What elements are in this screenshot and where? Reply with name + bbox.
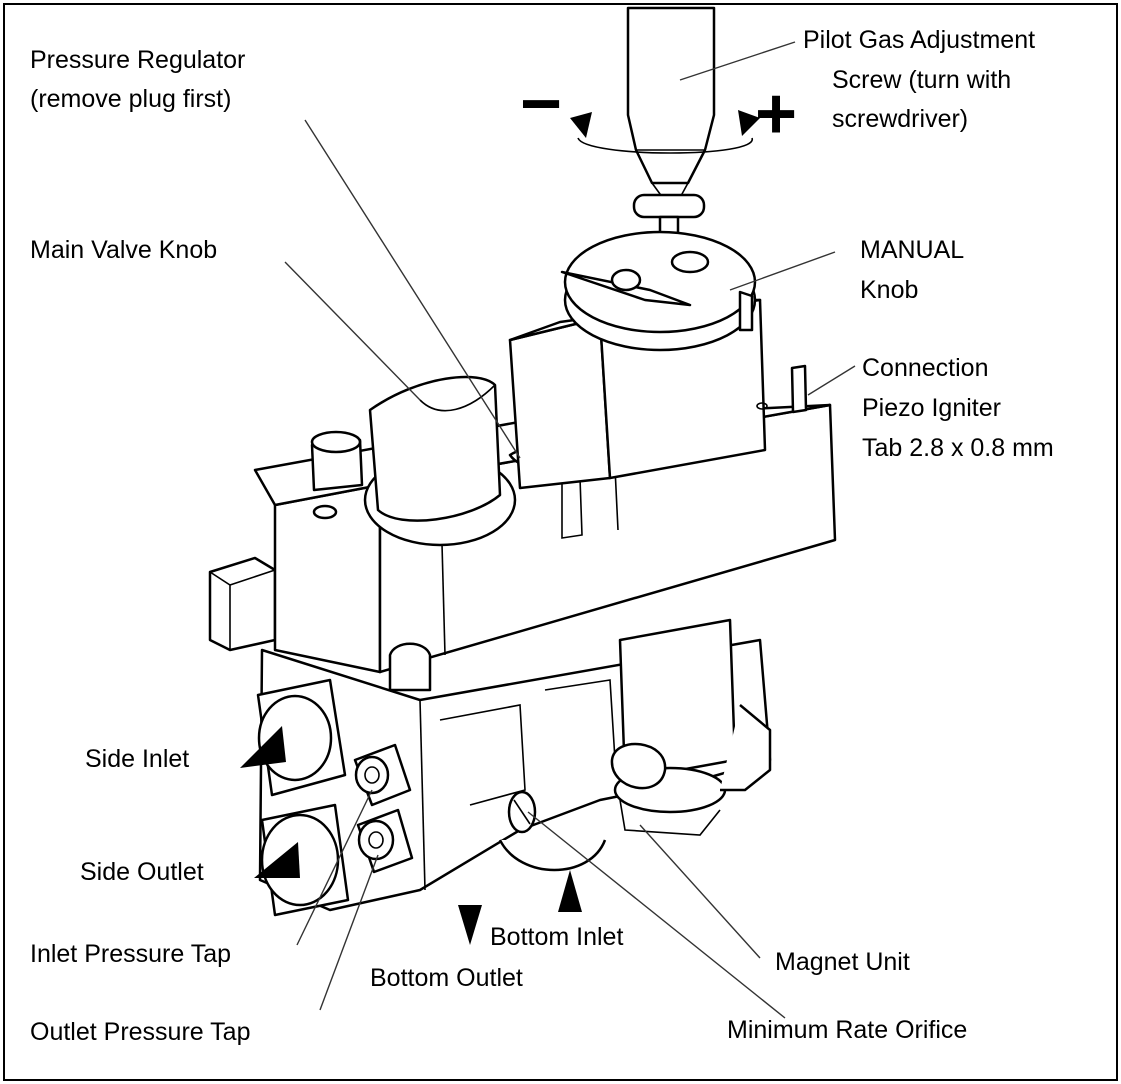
pressure-taps	[353, 743, 414, 874]
callout-labels: Pressure Regulator (remove plug first) P…	[30, 26, 1054, 1046]
pilot-plug	[310, 430, 364, 492]
label-bottom-inlet: Bottom Inlet	[490, 923, 623, 951]
magnet-unit	[613, 618, 772, 836]
label-bottom-outlet: Bottom Outlet	[370, 964, 523, 992]
label-connection-2: Piezo Igniter	[862, 394, 1001, 422]
label-outlet-pressure-tap: Outlet Pressure Tap	[30, 1018, 250, 1046]
manual-knob	[560, 230, 757, 352]
label-main-valve-knob: Main Valve Knob	[30, 236, 217, 264]
bottom-outlet-arrow	[458, 905, 482, 945]
orifice-screw	[507, 790, 537, 834]
screwdriver	[626, 6, 716, 269]
pointer-arrows	[240, 726, 582, 945]
label-pilot-gas-2: Screw (turn with	[832, 66, 1011, 94]
side-outlet-arrow	[254, 842, 300, 878]
label-pressure-regulator-2: (remove plug first)	[30, 85, 231, 113]
side-inlet-port	[256, 678, 347, 797]
diagram-frame	[3, 3, 1118, 1081]
minus-sign: −	[520, 64, 562, 144]
plus-sign: +	[755, 74, 797, 154]
label-manual-knob-1: MANUAL	[860, 236, 964, 264]
bottom-inlet-arrow	[558, 870, 582, 912]
label-magnet-unit: Magnet Unit	[775, 948, 910, 976]
label-pilot-gas-1: Pilot Gas Adjustment	[803, 26, 1035, 54]
label-side-inlet: Side Inlet	[85, 745, 189, 773]
main-valve-knob	[363, 375, 517, 547]
valve-illustration	[208, 6, 837, 917]
label-connection-1: Connection	[862, 354, 988, 382]
side-inlet-arrow	[240, 726, 286, 768]
side-outlet-port	[260, 803, 350, 917]
label-pressure-regulator-1: Pressure Regulator	[30, 46, 245, 74]
leader-lines	[284, 41, 856, 1019]
label-pilot-gas-3: screwdriver)	[832, 105, 968, 133]
label-connection-3: Tab 2.8 x 0.8 mm	[862, 434, 1054, 462]
label-minimum-rate-orifice: Minimum Rate Orifice	[727, 1016, 967, 1044]
label-manual-knob-2: Knob	[860, 276, 918, 304]
label-inlet-pressure-tap: Inlet Pressure Tap	[30, 940, 231, 968]
rotation-arrow	[570, 110, 760, 154]
label-side-outlet: Side Outlet	[80, 858, 204, 886]
piezo-tab	[756, 364, 808, 414]
